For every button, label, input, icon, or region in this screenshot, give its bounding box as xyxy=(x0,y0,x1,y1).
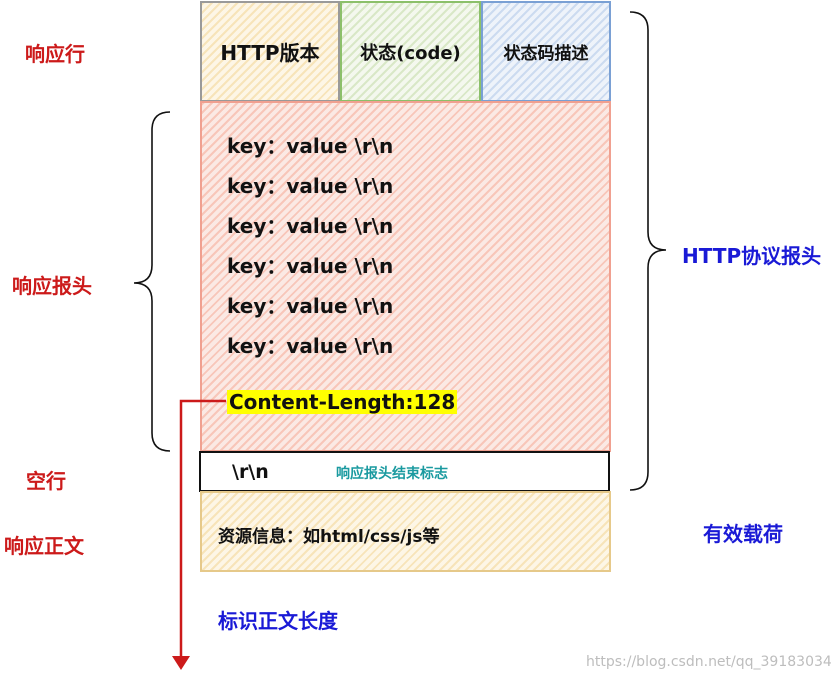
right-brace xyxy=(629,11,667,491)
arrow-label: 标识正文长度 xyxy=(218,609,338,633)
content-length-arrow xyxy=(179,399,226,660)
blank-line-note: 响应报头结束标志 xyxy=(336,466,448,482)
body-block xyxy=(200,491,611,572)
label-headers: 响应报头 xyxy=(12,274,92,298)
left-brace xyxy=(133,111,171,452)
label-body: 响应正文 xyxy=(4,534,84,558)
label-payload: 有效载荷 xyxy=(703,522,783,546)
arrow-head xyxy=(172,656,190,670)
header-line: key：value \r\n xyxy=(227,134,394,158)
header-line: key：value \r\n xyxy=(227,294,394,318)
status-line-version-text: HTTP版本 xyxy=(220,41,320,65)
label-blank-line: 空行 xyxy=(26,469,66,493)
blank-line-text: \r\n xyxy=(232,461,269,483)
status-line-code-text: 状态(code) xyxy=(360,42,461,64)
header-line: key：value \r\n xyxy=(227,334,394,358)
header-line: key：value \r\n xyxy=(227,254,394,278)
status-line-code: 状态(code) xyxy=(340,1,481,102)
label-status-line: 响应行 xyxy=(25,42,85,66)
status-line-description: 状态码描述 xyxy=(481,1,611,102)
header-line: key：value \r\n xyxy=(227,174,394,198)
content-length-header: Content-Length:128 xyxy=(227,390,458,414)
header-line: key：value \r\n xyxy=(227,214,394,238)
blank-line-box xyxy=(199,451,610,492)
status-line-description-text: 状态码描述 xyxy=(503,44,589,64)
body-text: 资源信息：如html/css/js等 xyxy=(218,527,440,547)
watermark: https://blog.csdn.net/qq_39183034 xyxy=(586,654,832,670)
label-http-headers: HTTP协议报头 xyxy=(682,244,822,268)
status-line-version: HTTP版本 xyxy=(200,1,340,102)
